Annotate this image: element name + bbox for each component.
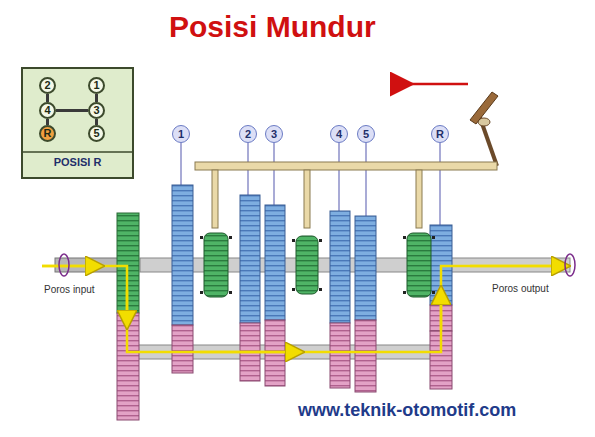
gear-position-circle: 1 [88,77,105,94]
gear-position-circle: 4 [39,102,56,119]
title: Posisi Mundur [169,10,376,44]
callout-number: 2 [239,125,257,143]
shaft-label: Poros input [44,284,95,295]
callout-number: 4 [330,125,348,143]
gear-position-circle: 3 [88,102,105,119]
callout-number: 5 [357,125,375,143]
shift-gate-line [96,94,97,102]
gear-position-circle: R [39,125,56,142]
shift-gate-line [47,94,48,102]
shift-pattern-panel: POSISI R 2 1 4 3R 5 [22,68,133,178]
shaft-label: Poros output [492,283,549,294]
gear-position-circle: 5 [88,125,105,142]
callout-number: R [431,125,449,143]
watermark: www.teknik-otomotif.com [298,400,516,421]
shift-gate-line [56,110,88,111]
callout-number: 1 [172,125,190,143]
panel-caption: POSISI R [22,156,133,168]
callout-number: 3 [265,125,283,143]
gear-position-circle: 2 [39,77,56,94]
